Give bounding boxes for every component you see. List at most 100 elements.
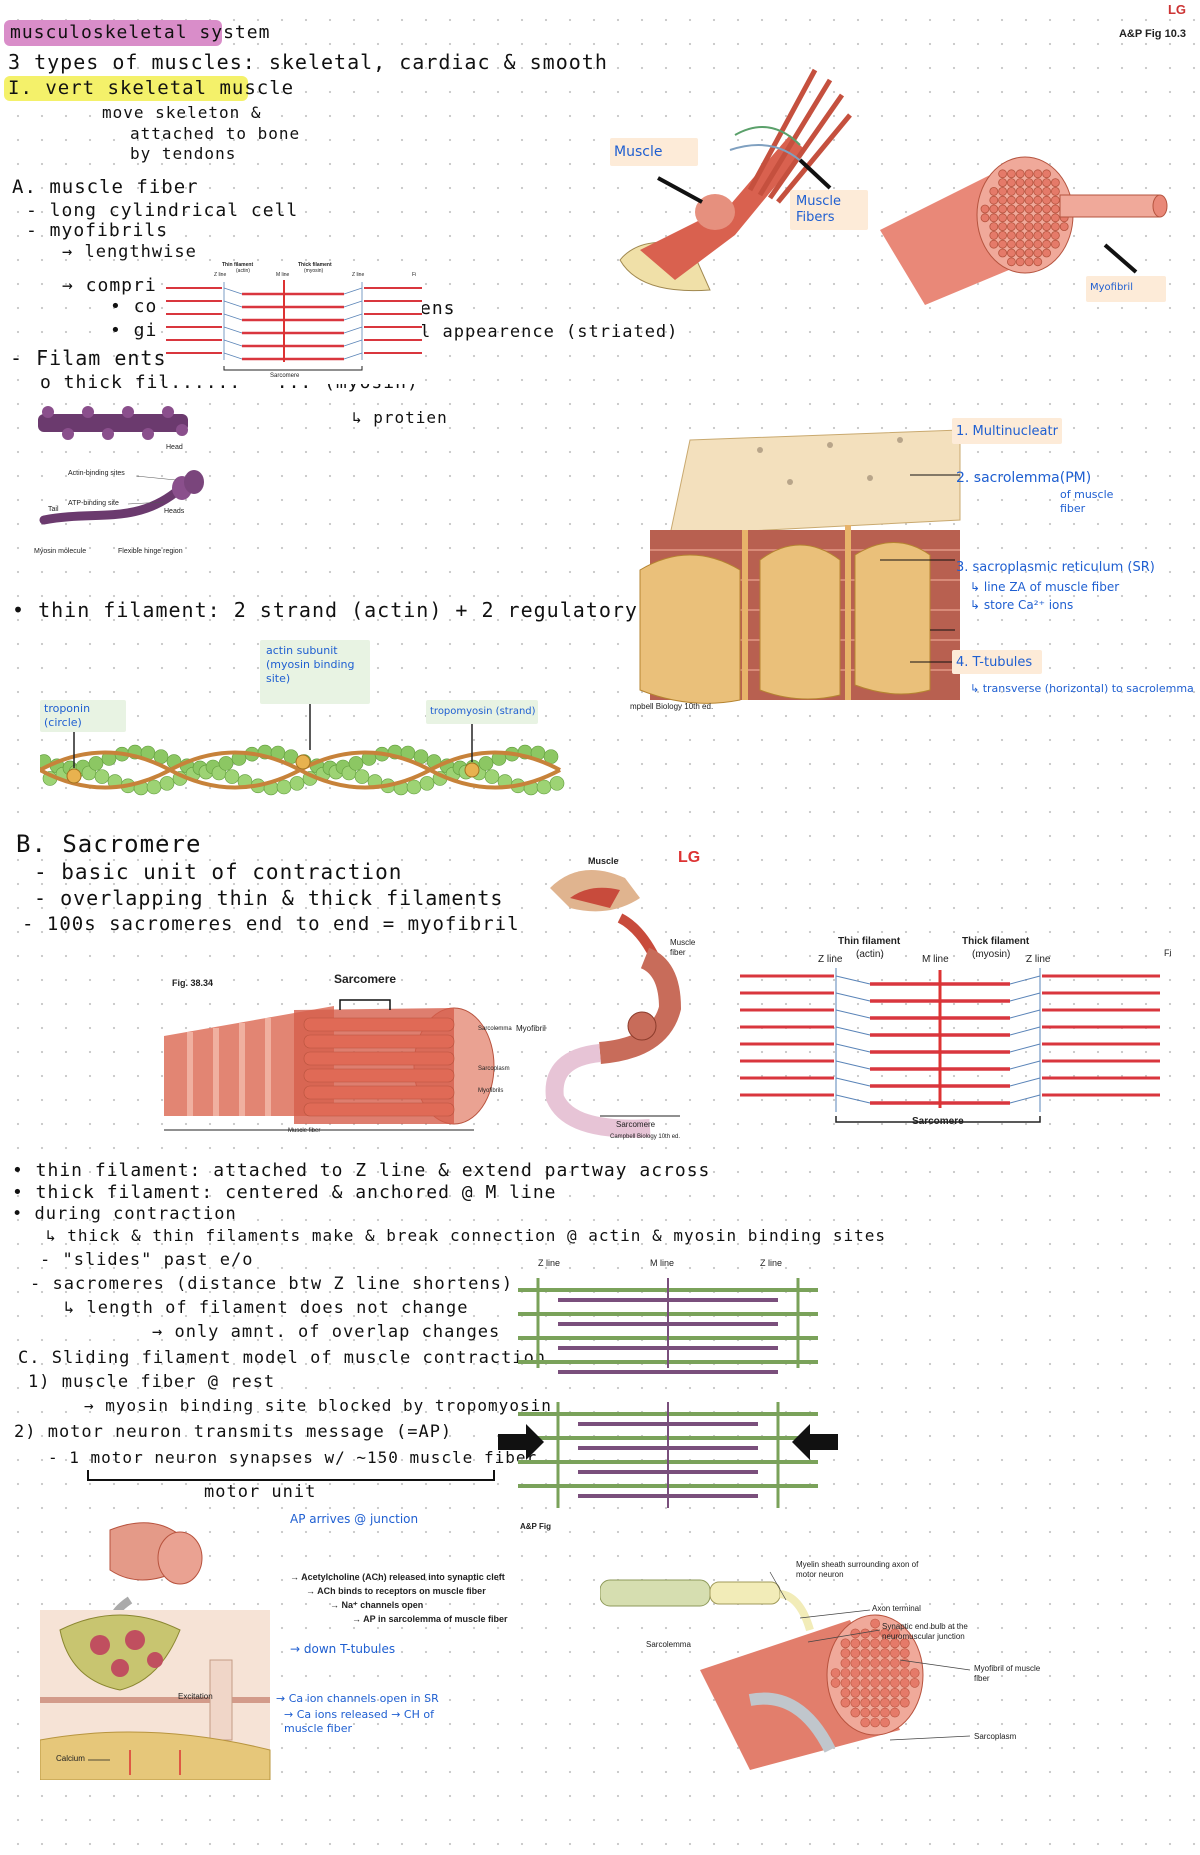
- note-a4: → compri: [62, 275, 157, 296]
- troponin-label: troponin (circle): [44, 702, 91, 729]
- note-a5: • co: [110, 296, 158, 317]
- arm-logo: LG: [678, 849, 701, 866]
- sr-label-4: 4. T-tubules: [956, 655, 1033, 670]
- levels-sarcoplasm-label: Sarcoplasm: [478, 1066, 510, 1072]
- arm-muscle-label: Muscle: [588, 856, 619, 866]
- small-thin-sub: (actin): [236, 268, 250, 274]
- actin-label-bg: [260, 640, 370, 704]
- note-types: 3 types of muscles: skeletal, cardiac & …: [8, 50, 608, 74]
- note-c2: • thick filament: centered & anchored @ …: [12, 1182, 557, 1203]
- note-move2: attached to bone: [130, 124, 301, 143]
- corner-logo: LG: [1167, 2, 1186, 17]
- sr-label-2: 2. sacrolemma(PM): [956, 470, 1092, 486]
- tropomyosin-label-bg: [426, 700, 538, 724]
- sr-label-4-sub: ↳ transverse (horizontal) to sacrolemma: [970, 682, 1194, 695]
- sr-label-3-sub-b: ↳ store Ca²⁺ ions: [970, 598, 1074, 612]
- levels-fiber-label: Muscle fiber: [288, 1128, 321, 1134]
- large-z2: Z line: [1026, 954, 1051, 965]
- troponin-label-bg: [40, 700, 126, 732]
- note-a7: ens: [420, 298, 456, 319]
- myosin-head-label: Head: [166, 444, 183, 451]
- arm-fiber-label: Muscle fiber: [670, 938, 696, 957]
- sr-label-2-sub: of muscle fiber: [1060, 488, 1114, 515]
- note-c7: ↳ length of filament does not change: [64, 1298, 469, 1318]
- fiber-muscle-label-bg: [610, 138, 698, 166]
- motor-sarcolemma: Sarcolemma: [646, 1640, 691, 1649]
- sr-label-3: 3. sacroplasmic reticulum (SR): [956, 560, 1155, 575]
- arm-sarcomere-label: Sarcomere: [616, 1120, 656, 1129]
- fiber-myofibril-label-bg: [1086, 276, 1166, 302]
- note-b3: - 100s sacromeres end to end = myofibril: [22, 913, 520, 935]
- fiber-muscle-label: Muscle: [614, 144, 663, 160]
- thin-filament-figure: actin subunit (myosin binding site) trop…: [40, 640, 580, 810]
- small-sarcomere-label: Sarcomere: [270, 373, 300, 379]
- large-z1: Z line: [818, 954, 843, 965]
- myosin-hinge-label: Flexible hinge region: [118, 548, 183, 555]
- levels-sarcolemma-label: Sarcolemma: [478, 1026, 512, 1032]
- title-highlight: [4, 20, 222, 46]
- motor-bulb: Synaptic end bulb at the neuromuscular j…: [882, 1622, 968, 1641]
- large-thin-label: Thin filament: [838, 936, 901, 947]
- small-thick-label: Thick filament: [298, 262, 332, 268]
- note-fil1: - Filam ents: [10, 346, 167, 370]
- sr-label4-bg: [952, 650, 1042, 674]
- note-protein: ↳ protien: [352, 408, 448, 427]
- myosin-molecule-label: Myosin molecule: [34, 548, 87, 555]
- large-thin-sub: (actin): [856, 949, 884, 960]
- note-thin: • thin filament: 2 strand (actin) + 2 re…: [12, 598, 756, 622]
- small-z2: Z line: [352, 272, 365, 278]
- motor-unit-bracket: [87, 1470, 495, 1481]
- motor-myofibril: Myofibril of muscle fiber: [974, 1664, 1041, 1683]
- myosin-tail-label: Tail: [48, 506, 59, 513]
- note-c3: • during contraction: [12, 1204, 237, 1224]
- note-b-heading: B. Sacromere: [16, 830, 202, 858]
- sr-label-1: 1. Multinucleatr: [956, 424, 1058, 439]
- note-move3: by tendons: [130, 144, 237, 163]
- large-thick-sub: (myosin): [972, 949, 1011, 960]
- nmj-ap: AP arrives @ junction: [290, 1512, 419, 1526]
- large-sarcomere-figure: Thin filament (actin) Thick filament (my…: [740, 930, 1180, 1130]
- fiber-fibers-label: Muscle Fibers: [796, 194, 841, 226]
- note-c6: - sacromeres (distance btw Z line shorte…: [30, 1274, 514, 1294]
- levels-fig-label: Fig. 38.34: [172, 978, 214, 988]
- note-c5: - "slides" past e/o: [40, 1250, 254, 1270]
- note-a1: - long cylindrical cell: [26, 200, 299, 221]
- sliding-ref: A&P Fig: [520, 1522, 551, 1531]
- fiber-fibers-label-bg: [790, 190, 868, 230]
- motor-neuron-figure: Myelin sheath surrounding axon of motor …: [600, 1560, 1180, 1780]
- page-title: musculoskeletal system: [10, 22, 271, 43]
- sr-label1-bg: [952, 418, 1062, 444]
- note-a8: l appearence (striated): [420, 322, 679, 342]
- note-a-heading: A. muscle fiber: [12, 176, 199, 198]
- note-b2: - overlapping thin & thick filaments: [34, 886, 504, 910]
- myosin-atp-label: ATP-binding site: [68, 500, 119, 507]
- neuromuscular-junction-figure: AP arrives @ junction → Acetylcholine (A…: [40, 1500, 560, 1780]
- note-a6: • gi: [110, 320, 158, 341]
- large-thick-label: Thick filament: [962, 936, 1030, 947]
- small-thick-sub: (myosin): [304, 268, 324, 274]
- muscle-levels-figure: Fig. 38.34 Sarcomere Sarcolemma Sarcopla…: [154, 966, 524, 1138]
- vert-highlight: [4, 76, 248, 101]
- sliding-z1: Z line: [538, 1258, 561, 1268]
- note-c10: 1) muscle fiber @ rest: [28, 1372, 276, 1392]
- motor-sarcoplasm: Sarcoplasm: [974, 1732, 1017, 1741]
- actin-label: actin subunit (myosin binding site): [266, 644, 355, 685]
- myosin-actin-sites-label: Actin-binding sites: [68, 470, 125, 477]
- note-c12: 2) motor neuron transmits message (=AP): [14, 1422, 453, 1442]
- arm-credit: Campbell Biology 10th ed.: [610, 1134, 681, 1140]
- sr-label-3-sub-a: ↳ line ZA of muscle fiber: [970, 580, 1120, 594]
- nmj-ach: → Acetylcholine (ACh) released into syna…: [290, 1572, 505, 1582]
- motor-axon: Axon terminal: [872, 1604, 921, 1613]
- small-thin-label: Thin filament: [222, 262, 254, 268]
- arm-muscle-figure: LG Muscle Muscle fiber Myofibril Sarcome…: [516, 848, 720, 1140]
- myosin-heads-label: Heads: [164, 508, 185, 515]
- nmj-excitation: Excitation: [178, 1692, 213, 1701]
- small-fi: Fi: [412, 272, 417, 278]
- nmj-calcium: Calcium: [56, 1754, 85, 1763]
- note-c13: - 1 motor neuron synapses w/ ~150 muscle…: [48, 1448, 538, 1467]
- tropomyosin-label: tropomyosin (strand): [430, 706, 536, 717]
- levels-sarcomere-label: Sarcomere: [334, 972, 397, 986]
- note-c14: motor unit: [204, 1482, 317, 1502]
- nmj-down: → down T-tubules: [290, 1642, 396, 1656]
- nmj-ach3: → Na⁺ channels open: [330, 1600, 424, 1610]
